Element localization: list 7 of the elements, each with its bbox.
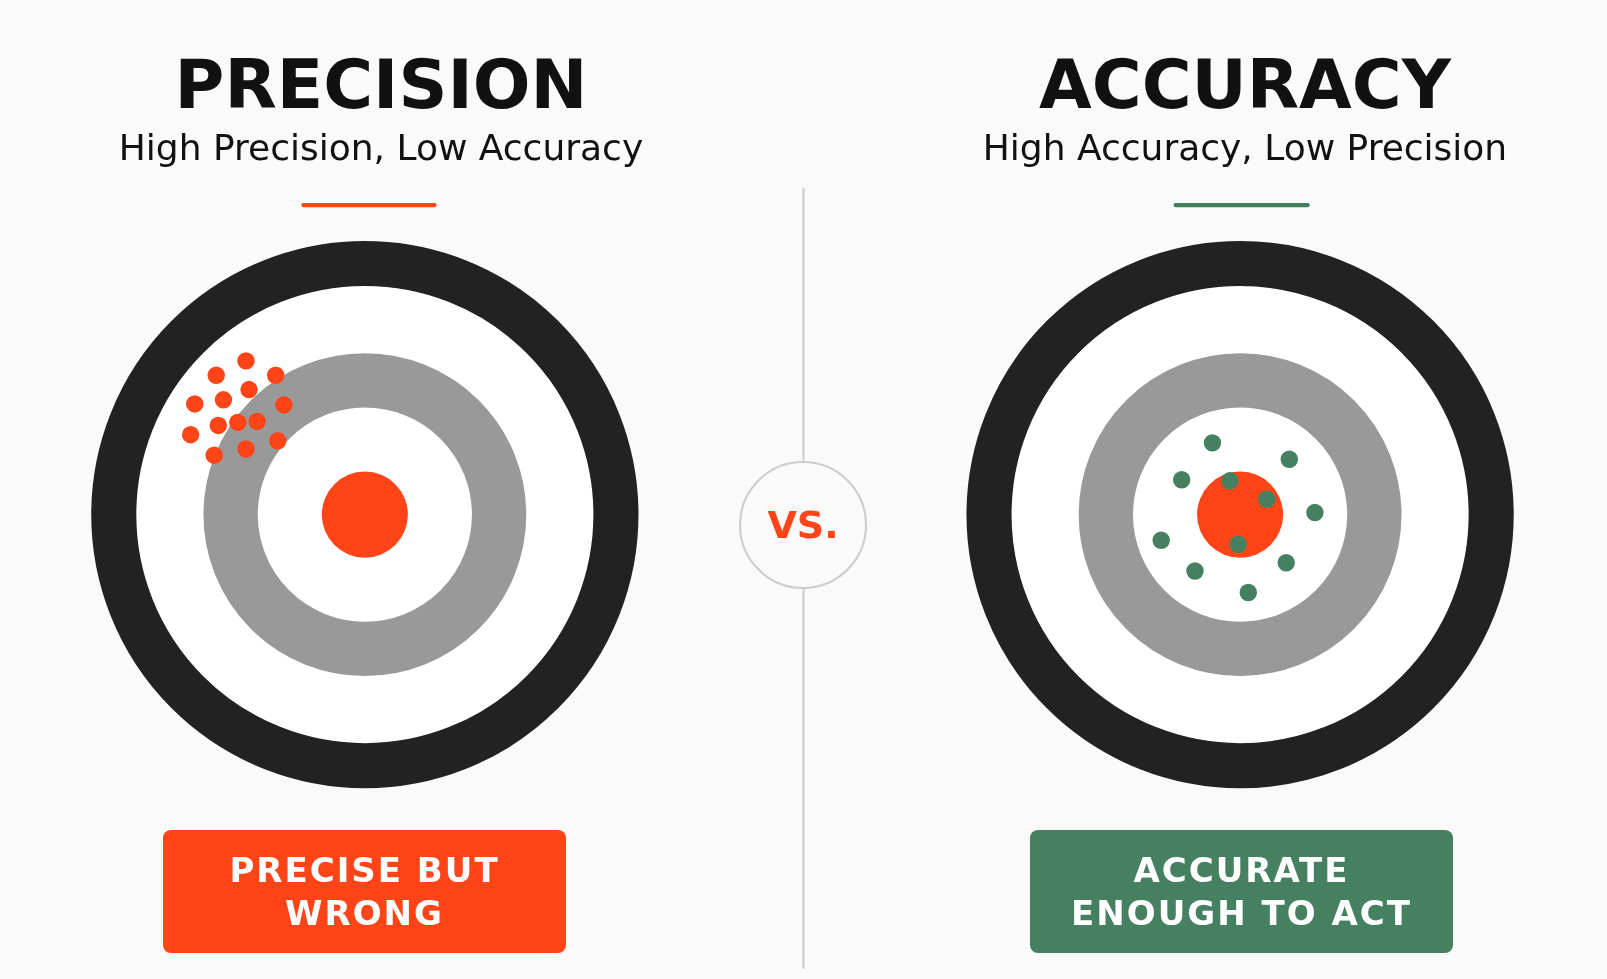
vs-circle: VS. — [739, 461, 867, 589]
subtitle: High Accuracy, Low Precision — [981, 128, 1509, 168]
subtitle: High Precision, Low Accuracy — [117, 128, 645, 168]
result-badge: ACCURATE ENOUGH TO ACT — [1030, 830, 1453, 953]
result-badge: PRECISE BUT WRONG — [163, 830, 566, 953]
heading: PRECISION — [173, 48, 589, 123]
heading: ACCURACY — [1038, 48, 1453, 123]
